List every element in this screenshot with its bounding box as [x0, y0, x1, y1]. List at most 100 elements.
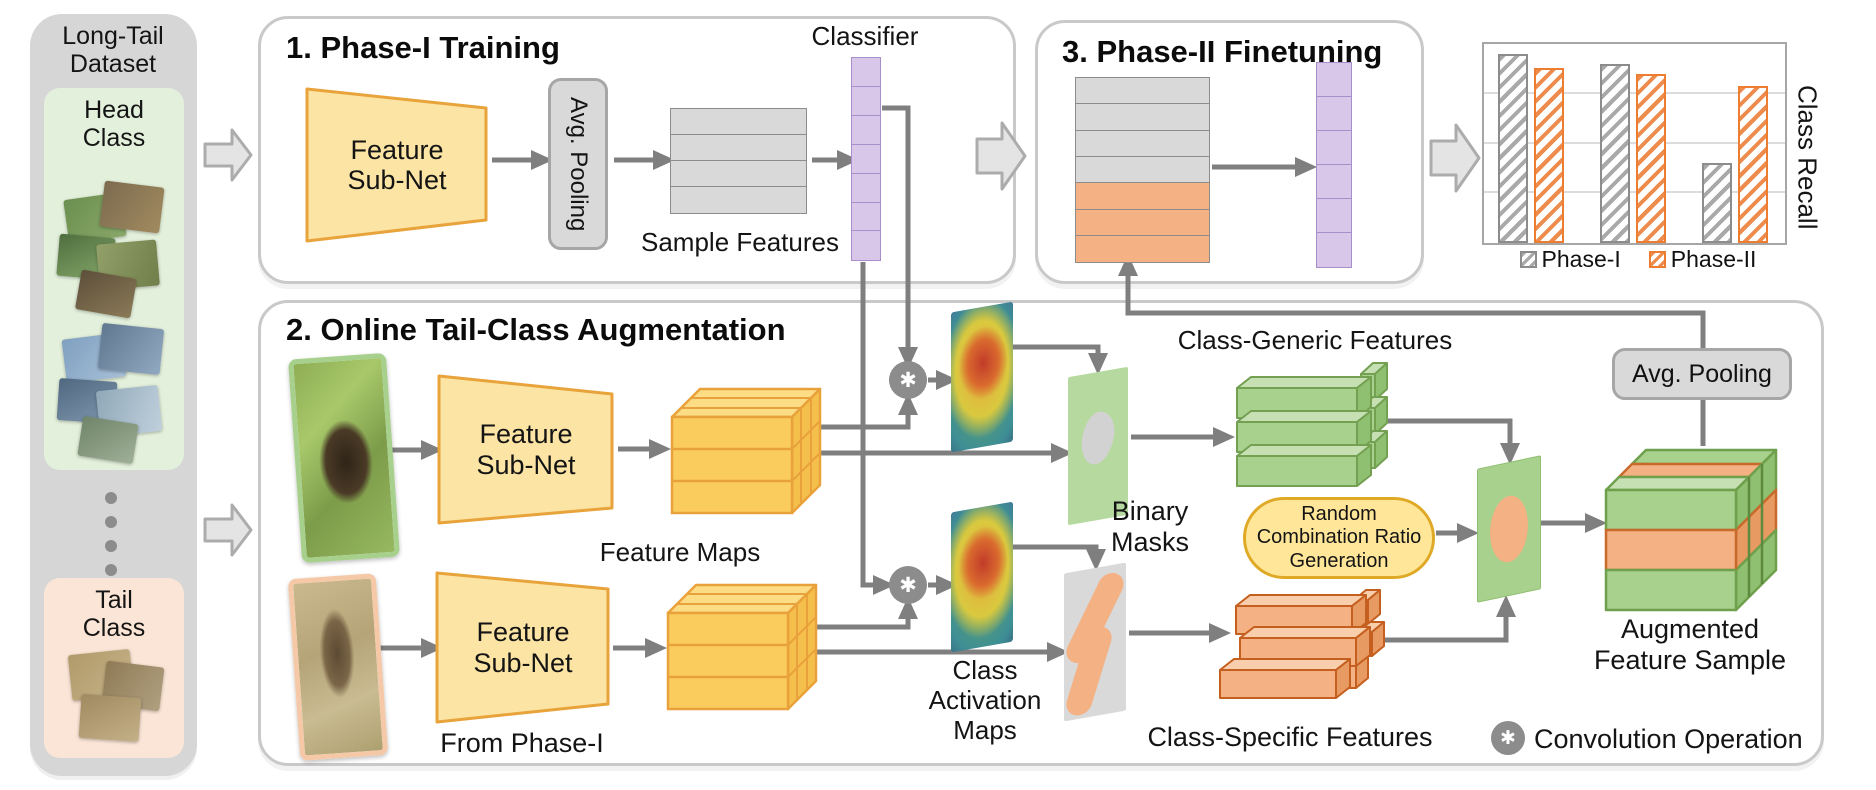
block-arrow-dataset-to-phase1 [203, 128, 253, 182]
line-classifier-to-conv-tail [860, 262, 895, 595]
sample-feature-row [670, 160, 807, 188]
block-arrow-dataset-to-augmentation [203, 503, 253, 557]
combination-ellipse [1490, 491, 1528, 567]
legend-label-phase2: Phase-II [1670, 246, 1757, 272]
chart-gridline [1484, 191, 1785, 194]
sample-feature-row [670, 186, 807, 214]
chart-gridline [1484, 141, 1785, 144]
classifier-cell [851, 172, 881, 204]
avg-pooling-box-phase1: Avg. Pooling [548, 78, 608, 250]
classifier-cell [851, 201, 881, 233]
classifier-cell [1316, 198, 1352, 234]
classifier-cell [851, 230, 881, 262]
finetune-row-tail [1075, 234, 1210, 263]
asterisk-icon: ✱ [1500, 727, 1516, 749]
tail-class-image-deer [287, 573, 389, 761]
feature-subnet-label-tail: Feature Sub-Net [473, 617, 573, 678]
block-arrow-finetune-to-chart [1429, 123, 1481, 193]
classifier-cell [1316, 232, 1352, 268]
line-classifier-to-conv-head [882, 105, 918, 369]
phase1-title: 1. Phase-I Training [286, 30, 560, 65]
feature-subnet-shape-head [437, 374, 614, 525]
head-class-image-dog [288, 352, 400, 564]
convolution-legend-icon: ✱ [1491, 721, 1525, 755]
phase2-title: 2. Online Tail-Class Augmentation [286, 312, 786, 347]
class-generic-features-stack [1236, 362, 1388, 487]
finetune-row-head [1075, 129, 1210, 158]
line-pooling-feedback-to-finetune [1118, 254, 1706, 349]
legend-item-phase2: Phase-II [1648, 246, 1757, 273]
asterisk-icon: ✱ [899, 573, 917, 597]
chart-bar-phase-ii-group3 [1738, 86, 1768, 243]
chart-bar-phase-i-group2 [1600, 64, 1630, 243]
line-cam-head-to-mask [1012, 344, 1108, 375]
cam-tail-heatmap [951, 501, 1013, 653]
ellipsis-dot [105, 564, 117, 576]
cam-head-heatmap [951, 301, 1013, 453]
feature-map-cube-tail [666, 583, 818, 711]
sample-feature-row [670, 108, 807, 136]
classifier-stack-phase1 [851, 57, 881, 262]
phase2-swatch-icon [1648, 251, 1666, 268]
class-specific-features-stack [1219, 589, 1385, 699]
chart-ylabel: Class Recall [1792, 85, 1823, 230]
random-ratio-pill: Random Combination Ratio Generation [1243, 497, 1435, 579]
random-ratio-label: Random Combination Ratio Generation [1256, 503, 1422, 572]
binary-masks-label: Binary Masks [1110, 496, 1189, 557]
finetune-row-head [1075, 77, 1210, 106]
sample-features-stack [670, 108, 807, 214]
block-arrow-phase1-to-finetune [975, 121, 1027, 191]
mask-blob-gray [1078, 411, 1118, 465]
chart-gridline [1484, 91, 1785, 94]
feature-maps-label: Feature Maps [599, 537, 761, 567]
augmented-feature-cube [1604, 448, 1778, 612]
chart-bar-phase-i-group3 [1702, 163, 1732, 243]
line-specific-to-mixer [1382, 595, 1516, 643]
finetune-row-head [1075, 103, 1210, 132]
finetune-feature-stack [1075, 77, 1210, 263]
augmented-sample-label: Augmented Feature Sample [1593, 614, 1787, 675]
finetune-row-tail [1075, 208, 1210, 237]
phase1-swatch-icon [1519, 251, 1537, 268]
phase1-section-box [258, 16, 1016, 284]
chart-plot [1482, 42, 1787, 245]
feature-subnet-shape-phase1 [305, 87, 488, 243]
tail-class-label: Tail Class [82, 586, 146, 643]
ellipsis-dot [105, 540, 117, 552]
chart-legend: Phase-I Phase-II [1468, 246, 1808, 273]
class-generic-label: Class-Generic Features [1177, 325, 1453, 355]
finetune-row-tail [1075, 182, 1210, 211]
avg-pooling-label-phase1: Avg. Pooling [565, 96, 592, 232]
classifier-cell [1316, 96, 1352, 132]
convolution-legend-label: Convolution Operation [1534, 724, 1803, 754]
cam-label: Class Activation Maps [928, 655, 1042, 745]
chart-bar-phase-ii-group2 [1636, 74, 1666, 243]
feature-subnet-shape-tail [435, 571, 610, 724]
binary-mask-tail [1061, 562, 1129, 722]
feature-subnet-label-phase1: Feature Sub-Net [347, 134, 447, 196]
combination-mask-plane [1477, 455, 1541, 603]
ellipsis-dot [105, 492, 117, 504]
classifier-label: Classifier [811, 21, 919, 51]
line-cam-tail-to-mask [1012, 544, 1106, 571]
convolution-icon-tail: ✱ [889, 566, 927, 604]
asterisk-icon: ✱ [899, 368, 917, 392]
finetune-row-head [1075, 155, 1210, 184]
classifier-cell [1316, 164, 1352, 200]
head-class-label: Head Class [82, 96, 146, 153]
feature-map-cube-head [670, 387, 822, 515]
line-featmap-head-to-conv [794, 393, 918, 430]
classifier-cell [851, 114, 881, 146]
line-generic-to-mixer [1383, 418, 1520, 465]
classifier-cell [851, 57, 881, 88]
line-featmap-tail-to-conv [790, 597, 918, 630]
feature-subnet-label-head: Feature Sub-Net [476, 419, 576, 480]
chart-bar-phase-ii-group1 [1534, 68, 1564, 243]
sample-feature-row [670, 134, 807, 162]
classifier-cell [851, 85, 881, 117]
from-phase1-label: From Phase-I [440, 728, 604, 758]
legend-label-phase1: Phase-I [1541, 246, 1621, 272]
classifier-cell [851, 143, 881, 175]
